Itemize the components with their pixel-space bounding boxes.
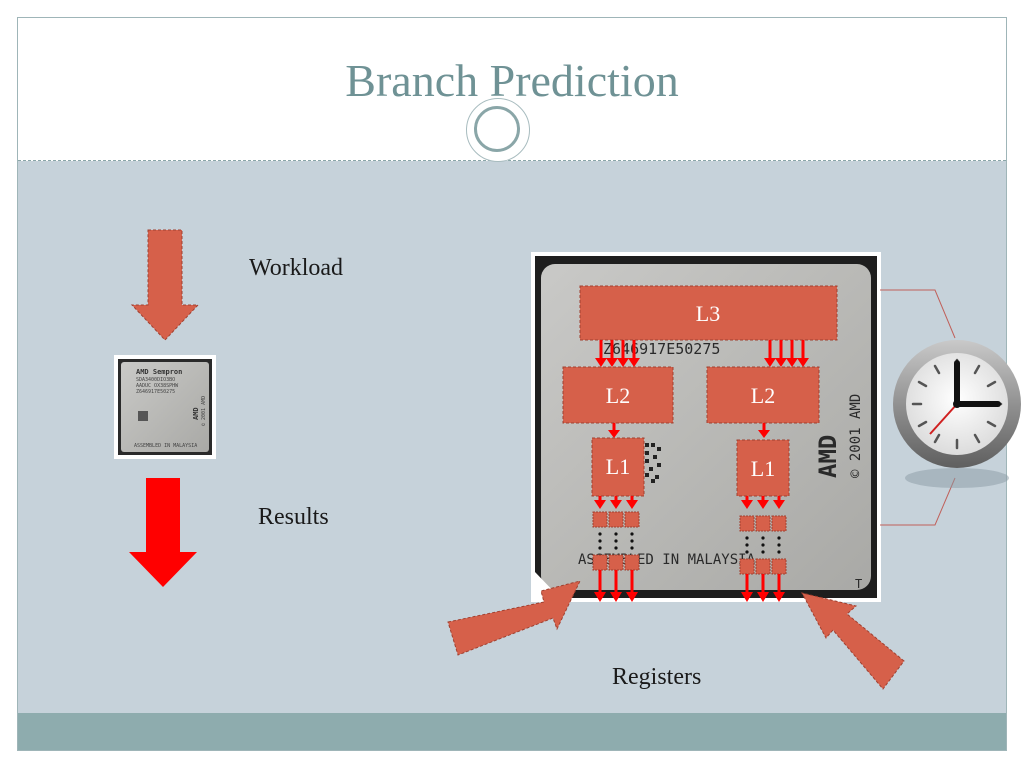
- chip-vendor: AMD: [814, 435, 842, 478]
- results-arrow: [129, 478, 197, 587]
- slide-title: Branch Prediction: [345, 55, 679, 106]
- output-arrows: [594, 570, 785, 602]
- cache-l2-left-label: L2: [606, 383, 630, 408]
- workload-label: Workload: [249, 255, 344, 281]
- small-chip-copyright: © 2001 AMD: [201, 396, 207, 426]
- cache-l2-right-label: L2: [751, 383, 775, 408]
- cache-l2-right: L2: [706, 366, 820, 424]
- title-divider: [18, 160, 1006, 161]
- cache-l1-left: L1: [591, 437, 645, 497]
- l2-to-l1-arrows: [608, 423, 770, 438]
- cache-l2-left: L2: [562, 366, 674, 424]
- chip-corner-mark: T: [855, 577, 862, 591]
- small-chip-assembled: ASSEMBLED IN MALAYSIA: [134, 443, 197, 449]
- divider-ornament-ring: [474, 106, 520, 152]
- cache-l3-label: L3: [696, 301, 720, 326]
- results-label: Results: [258, 504, 329, 530]
- cache-l1-right-label: L1: [751, 456, 775, 481]
- small-chip-vendor: AMD: [192, 407, 200, 420]
- registers-label: Registers: [612, 664, 702, 690]
- small-chip-line3: AADUC OX38SPHW: [136, 383, 179, 389]
- chip-barcode: [645, 443, 661, 483]
- chip-copyright: © 2001 AMD: [848, 394, 864, 478]
- clock-icon: [893, 340, 1021, 488]
- register-arrow-left: [447, 580, 581, 656]
- cache-l1-right: L1: [736, 439, 790, 497]
- small-chip-line1: AMD Sempron: [136, 368, 182, 376]
- small-chip-line4: Z646917E50275: [136, 389, 175, 395]
- register-ellipsis: [598, 532, 781, 554]
- cache-l1-left-label: L1: [606, 454, 630, 479]
- small-chip-barcode: [138, 411, 148, 421]
- l3-to-l2-arrows: [595, 340, 809, 367]
- clock-bracket: [880, 289, 956, 526]
- l1-to-register-arrows: [594, 496, 785, 509]
- cache-l3: L3: [579, 285, 838, 341]
- workload-arrow: [130, 229, 200, 341]
- small-chip-image: AMD Sempron SDA3400DIO3BO AADUC OX38SPHW…: [114, 355, 216, 459]
- footer-bar: [18, 713, 1006, 750]
- small-chip-line2: SDA3400DIO3BO: [136, 377, 175, 383]
- register-arrow-right: [801, 592, 905, 690]
- chip-serial: Z646917E50275: [603, 340, 720, 358]
- register-file-left: [592, 511, 640, 571]
- register-file-right: [739, 515, 787, 575]
